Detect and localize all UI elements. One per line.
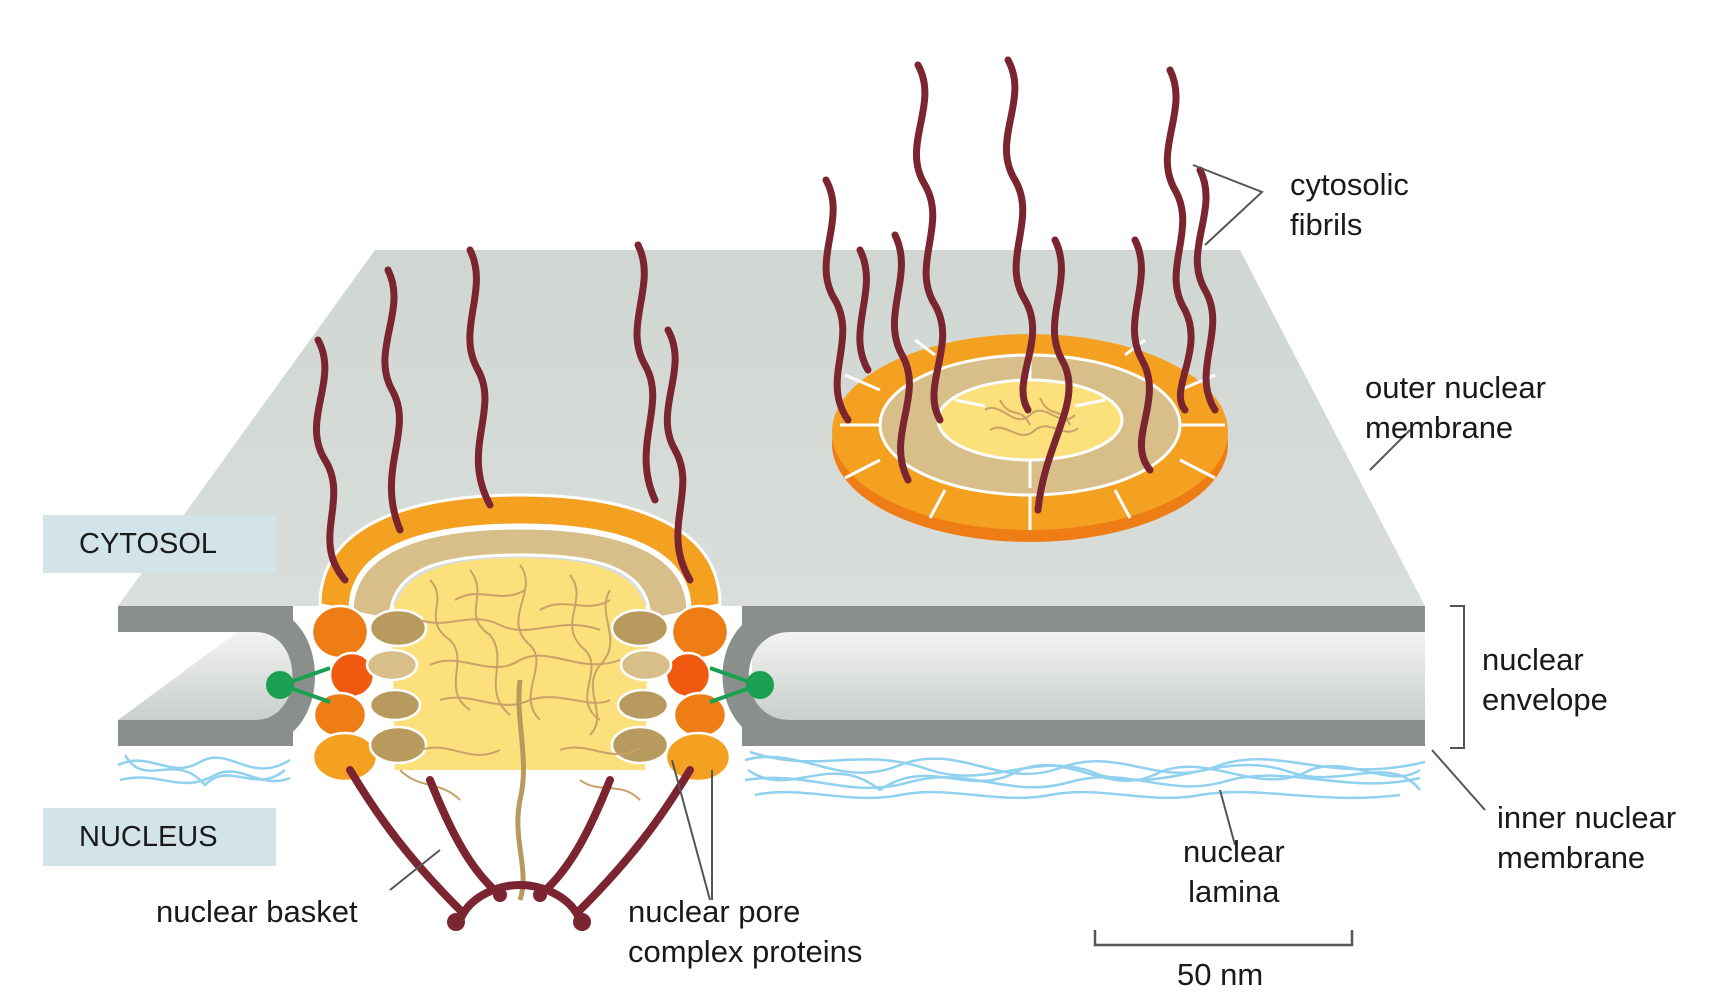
nuclear-basket-label: nuclear basket <box>156 894 358 929</box>
membrane-fold-right <box>722 606 790 746</box>
outer-membrane-edge-right <box>742 606 1425 632</box>
green-connectors <box>266 666 774 704</box>
cytosolic-fibrils-left <box>313 241 694 584</box>
cytosolic-fibrils-label: cytosolic fibrils <box>1290 167 1409 242</box>
perinuclear-space <box>118 630 1425 720</box>
nuclear-pore-complex-proteins-label: nuclear pore complex proteins <box>628 894 863 969</box>
nuclear-envelope-label: nuclear envelope <box>1482 642 1608 717</box>
leader-lines <box>389 164 1486 901</box>
nuclear-basket-knobs <box>447 888 591 931</box>
inner-membrane-edge-right <box>742 720 1425 746</box>
cytosol-region-label: CYTOSOL <box>43 515 276 573</box>
nucleus-region-label: NUCLEUS <box>43 808 276 866</box>
nuclear-lamina-label: nuclear lamina <box>1183 834 1285 909</box>
cytosolic-fibrils-right <box>822 56 1219 514</box>
scale-bar-label: 50 nm <box>1177 957 1264 992</box>
nuclear-lamina-mesh <box>117 750 1426 800</box>
inner-nuclear-membrane-label: inner nuclear membrane <box>1497 800 1677 875</box>
cut-pore-complex <box>310 493 732 901</box>
outer-nuclear-membrane-label: outer nuclear membrane <box>1365 370 1546 445</box>
scale-bar <box>1093 930 1354 947</box>
membrane-fold-left <box>255 606 315 746</box>
